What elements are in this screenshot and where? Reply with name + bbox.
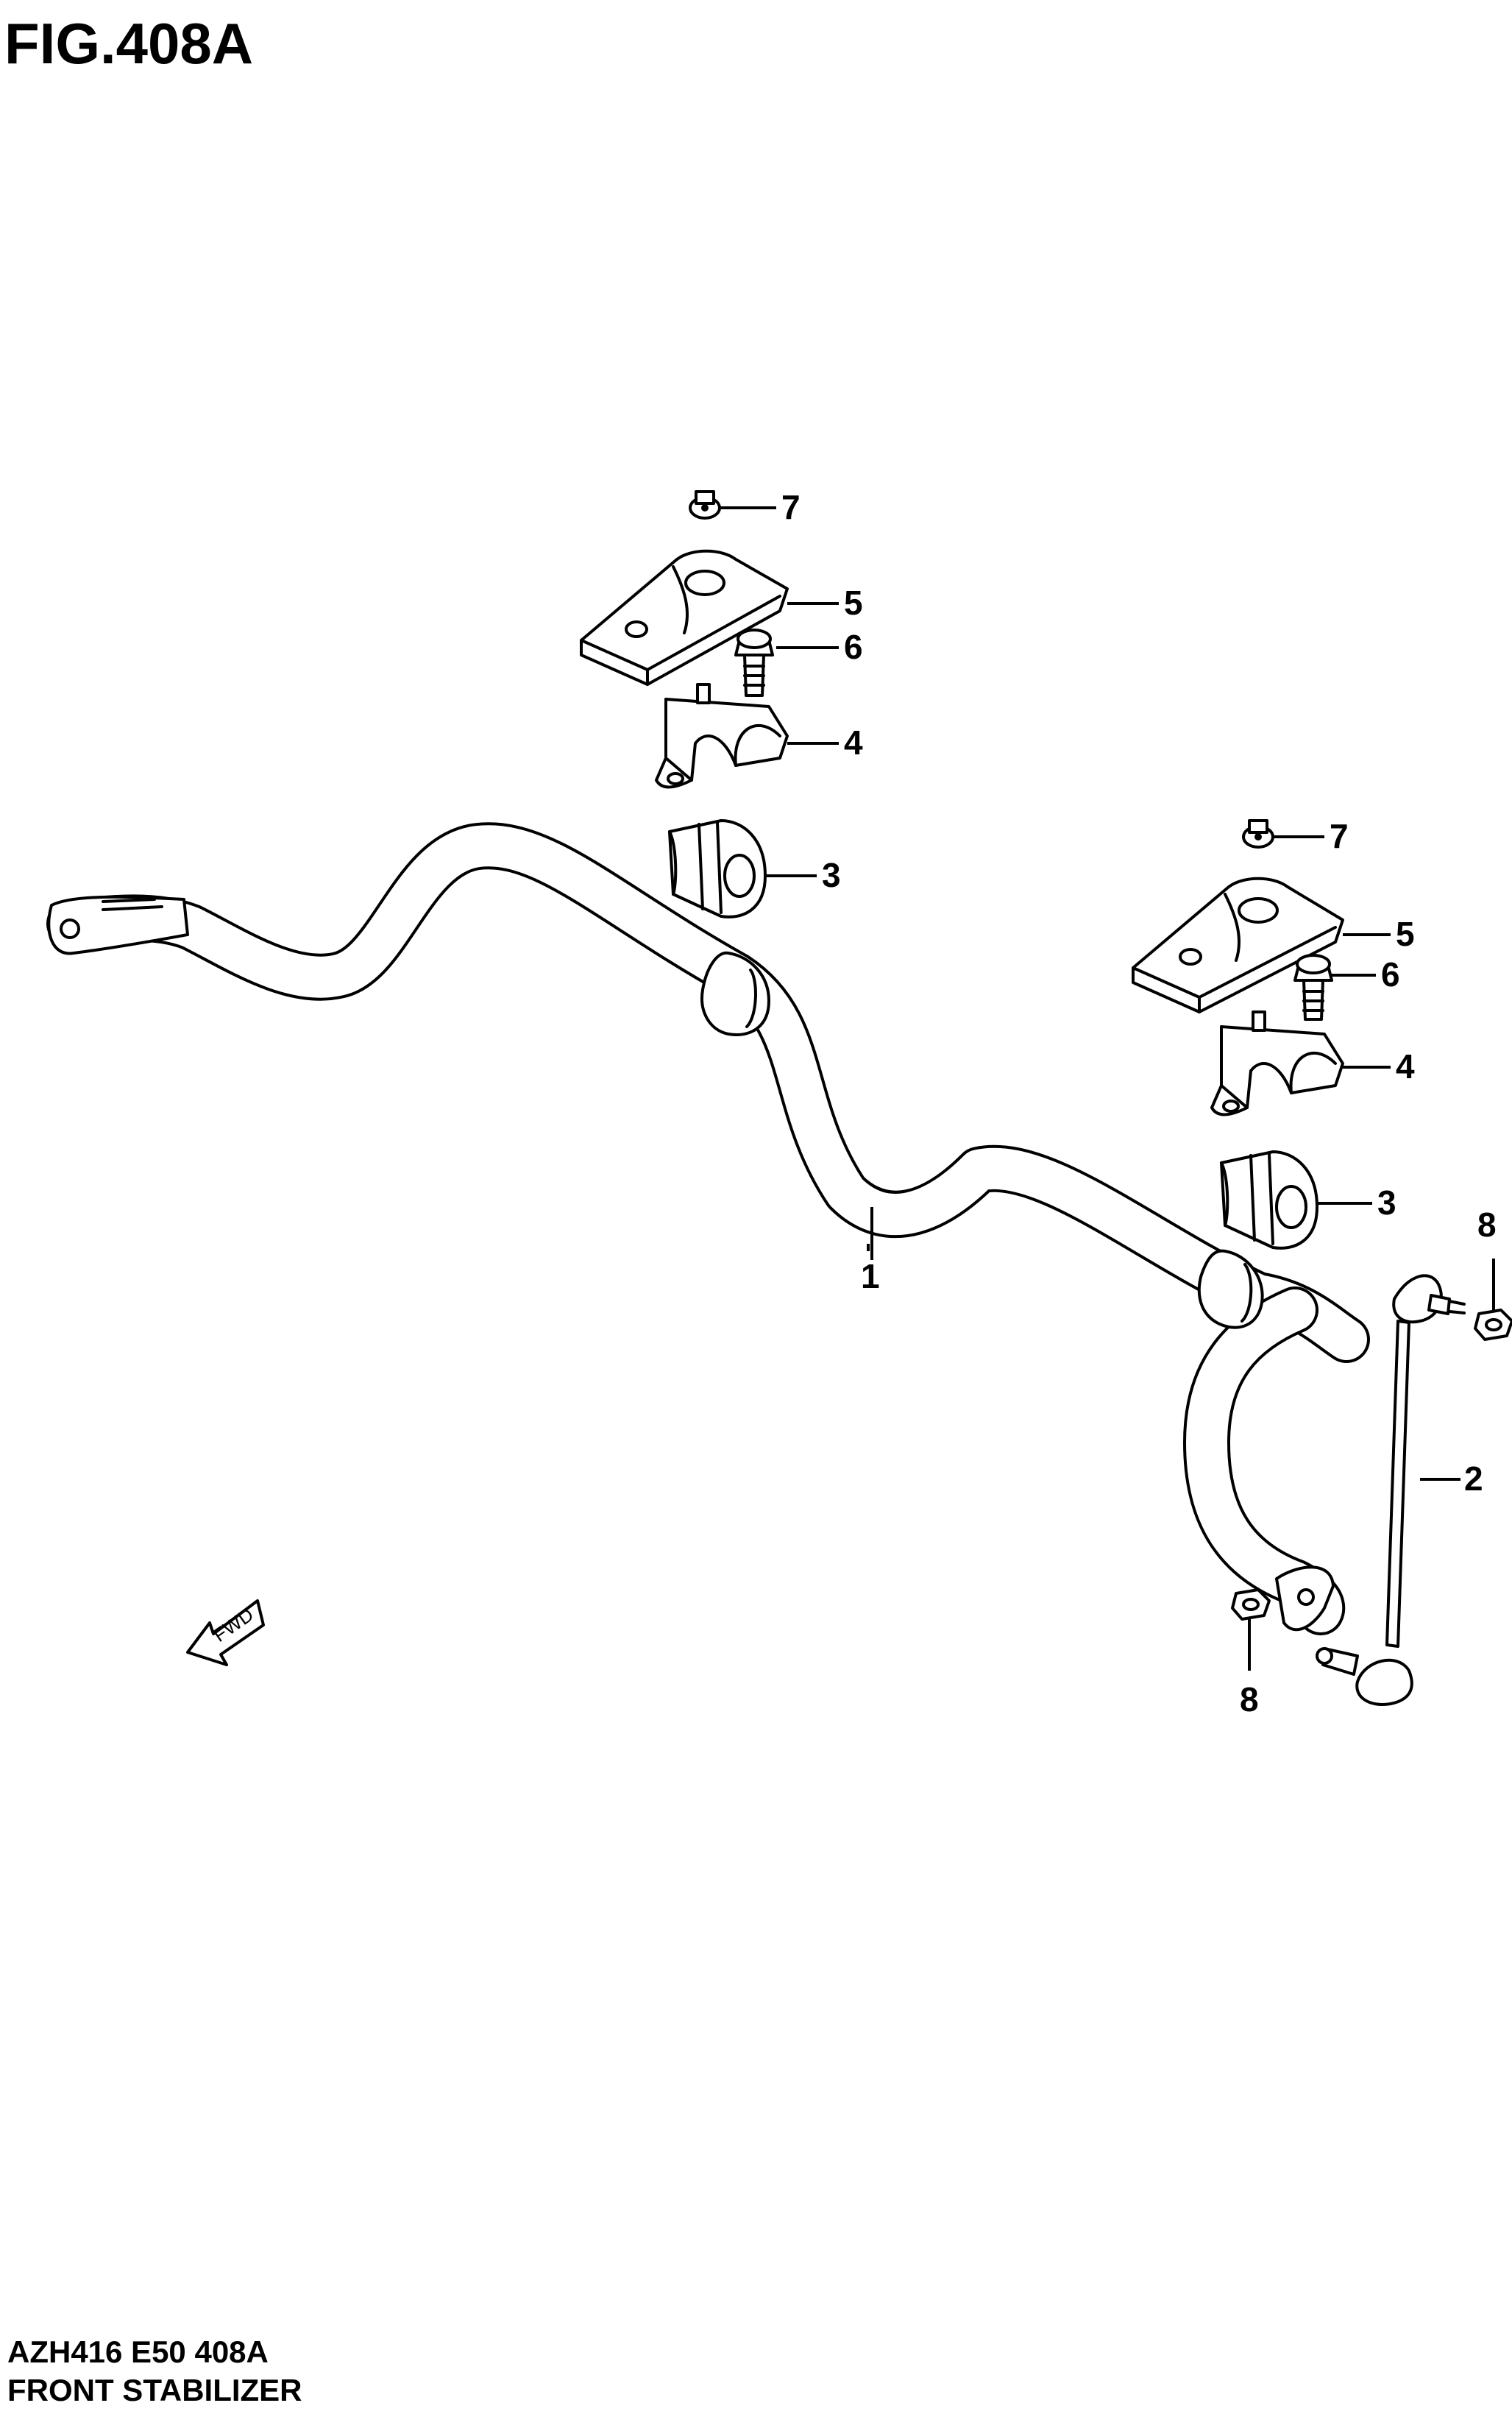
callout-3-lower: 3 [1377,1183,1396,1222]
callout-7-lower: 7 [1330,817,1349,855]
footer-section-name: FRONT STABILIZER [7,2373,302,2407]
stabilizer-link [1316,1274,1466,1706]
bar-left-end-eye [47,895,189,955]
bar-bushing-sleeve-left [700,951,770,1036]
callout-1: 1 [861,1257,880,1295]
bracket-5-upper [580,549,789,686]
callout-4-upper: 4 [844,723,863,762]
bar-bushing-sleeve-right [1197,1249,1264,1329]
callout-2: 2 [1464,1459,1483,1498]
bracket-4-upper [655,683,789,789]
callout-5-upper: 5 [844,584,863,622]
callout-3-upper: 3 [822,856,841,894]
figure-title: FIG.408A [4,11,253,76]
bolt-6-lower [1293,954,1333,1021]
footer-model-code: AZH416 E50 408A [7,2335,269,2369]
callout-6-upper: 6 [844,628,863,666]
callout-5-lower: 5 [1396,915,1415,953]
callout-8-lower: 8 [1240,1680,1259,1719]
bushing-3-upper [668,819,767,918]
nut-8-lower [1231,1588,1271,1621]
bolt-6-upper [734,629,774,697]
callout-7-upper: 7 [781,488,801,526]
nut-7-lower [1242,819,1274,849]
callout-4-lower: 4 [1396,1047,1415,1086]
nut-7-upper [689,490,721,520]
leader-lines [720,506,1495,1671]
bushing-3-lower [1220,1150,1318,1250]
stabilizer-bar [46,822,1370,1635]
bracket-4-lower [1210,1010,1344,1116]
callout-8-upper: 8 [1477,1206,1497,1244]
nut-8-upper [1474,1309,1512,1341]
fwd-arrow: FWD [186,1599,265,1666]
callout-6-lower: 6 [1381,955,1400,994]
bracket-5-lower [1132,877,1344,1013]
